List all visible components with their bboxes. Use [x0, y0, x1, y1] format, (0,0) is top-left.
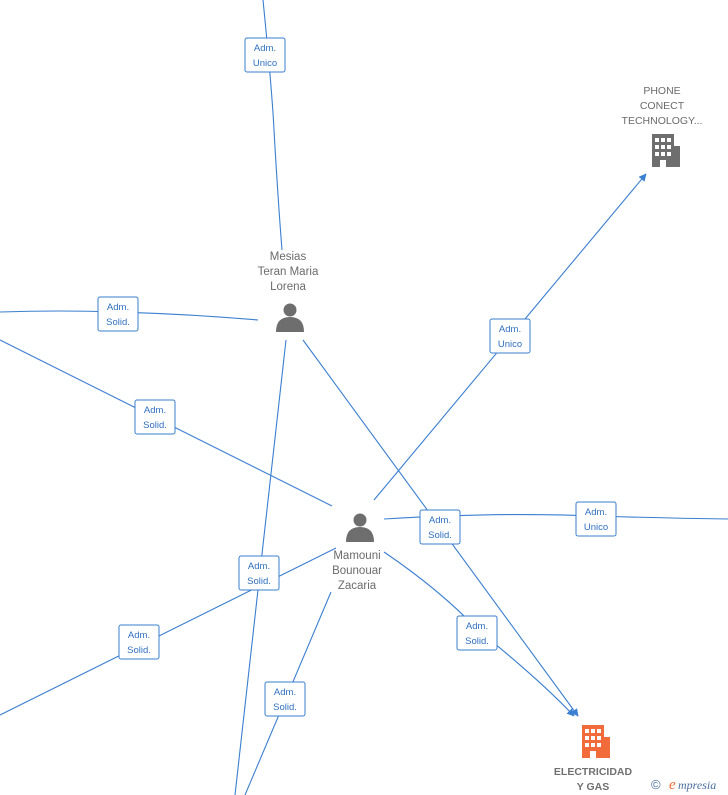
- brand-name: mpresia: [678, 778, 716, 792]
- svg-text:Adm.: Adm.: [429, 515, 451, 526]
- svg-text:Adm.: Adm.: [248, 561, 270, 572]
- building-icon: [582, 725, 610, 758]
- building-icon: [652, 134, 680, 167]
- person-node-mesias[interactable]: Mesias Teran Maria Lorena: [258, 251, 319, 332]
- svg-text:Adm.: Adm.: [585, 507, 607, 518]
- edge-label-left-mesias[interactable]: Adm. Solid.: [97, 296, 139, 332]
- svg-text:Solid.: Solid.: [273, 702, 297, 713]
- svg-text:Adm.: Adm.: [274, 687, 296, 698]
- edge-label-lowerleft-mamouni[interactable]: Adm. Solid.: [118, 624, 160, 660]
- svg-text:Solid.: Solid.: [143, 420, 167, 431]
- edge-label-mesias-electricidad[interactable]: Adm. Solid.: [419, 509, 461, 545]
- edge-label-left-mamouni[interactable]: Adm. Solid.: [134, 399, 176, 435]
- company-label-line: PHONE: [643, 85, 680, 97]
- copyright-icon: ©: [651, 777, 661, 792]
- edge-labels: Adm. Unico Adm. Solid. Adm. Solid. Adm. …: [97, 37, 617, 717]
- svg-text:Solid.: Solid.: [106, 317, 130, 328]
- svg-text:Solid.: Solid.: [247, 576, 271, 587]
- company-node-phone-conect[interactable]: PHONE CONECT TECHNOLOGY...: [622, 85, 703, 167]
- person-icon: [276, 303, 304, 332]
- person-icon: [346, 513, 374, 542]
- edge-lowerleft-mamouni[interactable]: [0, 547, 337, 716]
- person-label-line: Teran Maria: [258, 266, 319, 278]
- svg-text:Solid.: Solid.: [127, 645, 151, 656]
- svg-text:Solid.: Solid.: [465, 636, 489, 647]
- person-label-line: Bounouar: [332, 565, 382, 577]
- company-node-electricidad[interactable]: ELECTRICIDAD Y GAS: [554, 725, 633, 793]
- svg-text:Unico: Unico: [498, 339, 522, 350]
- edge-label-mamouni-phone[interactable]: Adm. Unico: [489, 318, 531, 354]
- svg-text:Adm.: Adm.: [107, 302, 129, 313]
- svg-text:Adm.: Adm.: [128, 630, 150, 641]
- company-label-line: TECHNOLOGY...: [622, 115, 703, 127]
- brand-watermark: © e mpresia: [651, 777, 716, 793]
- person-label-line: Zacaria: [338, 580, 377, 592]
- edge-label-mamouni-bottom[interactable]: Adm. Solid.: [264, 681, 306, 717]
- edge-label-top-mesias[interactable]: Adm. Unico: [244, 37, 286, 73]
- svg-text:Adm.: Adm.: [499, 324, 521, 335]
- svg-text:Adm.: Adm.: [466, 621, 488, 632]
- company-label-line: CONECT: [640, 100, 685, 112]
- company-label-line: ELECTRICIDAD: [554, 766, 633, 778]
- edge-label-mesias-bottom[interactable]: Adm. Solid.: [238, 555, 280, 591]
- person-label-line: Lorena: [270, 281, 306, 293]
- edge-label-mamouni-electricidad[interactable]: Adm. Solid.: [456, 615, 498, 651]
- svg-text:Adm.: Adm.: [144, 405, 166, 416]
- person-label-line: Mesias: [270, 251, 307, 263]
- person-node-mamouni[interactable]: Mamouni Bounouar Zacaria: [332, 513, 382, 593]
- person-label-line: Mamouni: [333, 550, 380, 562]
- svg-text:Solid.: Solid.: [428, 530, 452, 541]
- svg-text:Adm.: Adm.: [254, 43, 276, 54]
- company-label-line: Y GAS: [577, 781, 609, 793]
- svg-text:Unico: Unico: [253, 58, 277, 69]
- brand-initial: e: [669, 777, 676, 793]
- svg-text:Unico: Unico: [584, 522, 608, 533]
- edge-label-mamouni-right[interactable]: Adm. Unico: [575, 501, 617, 537]
